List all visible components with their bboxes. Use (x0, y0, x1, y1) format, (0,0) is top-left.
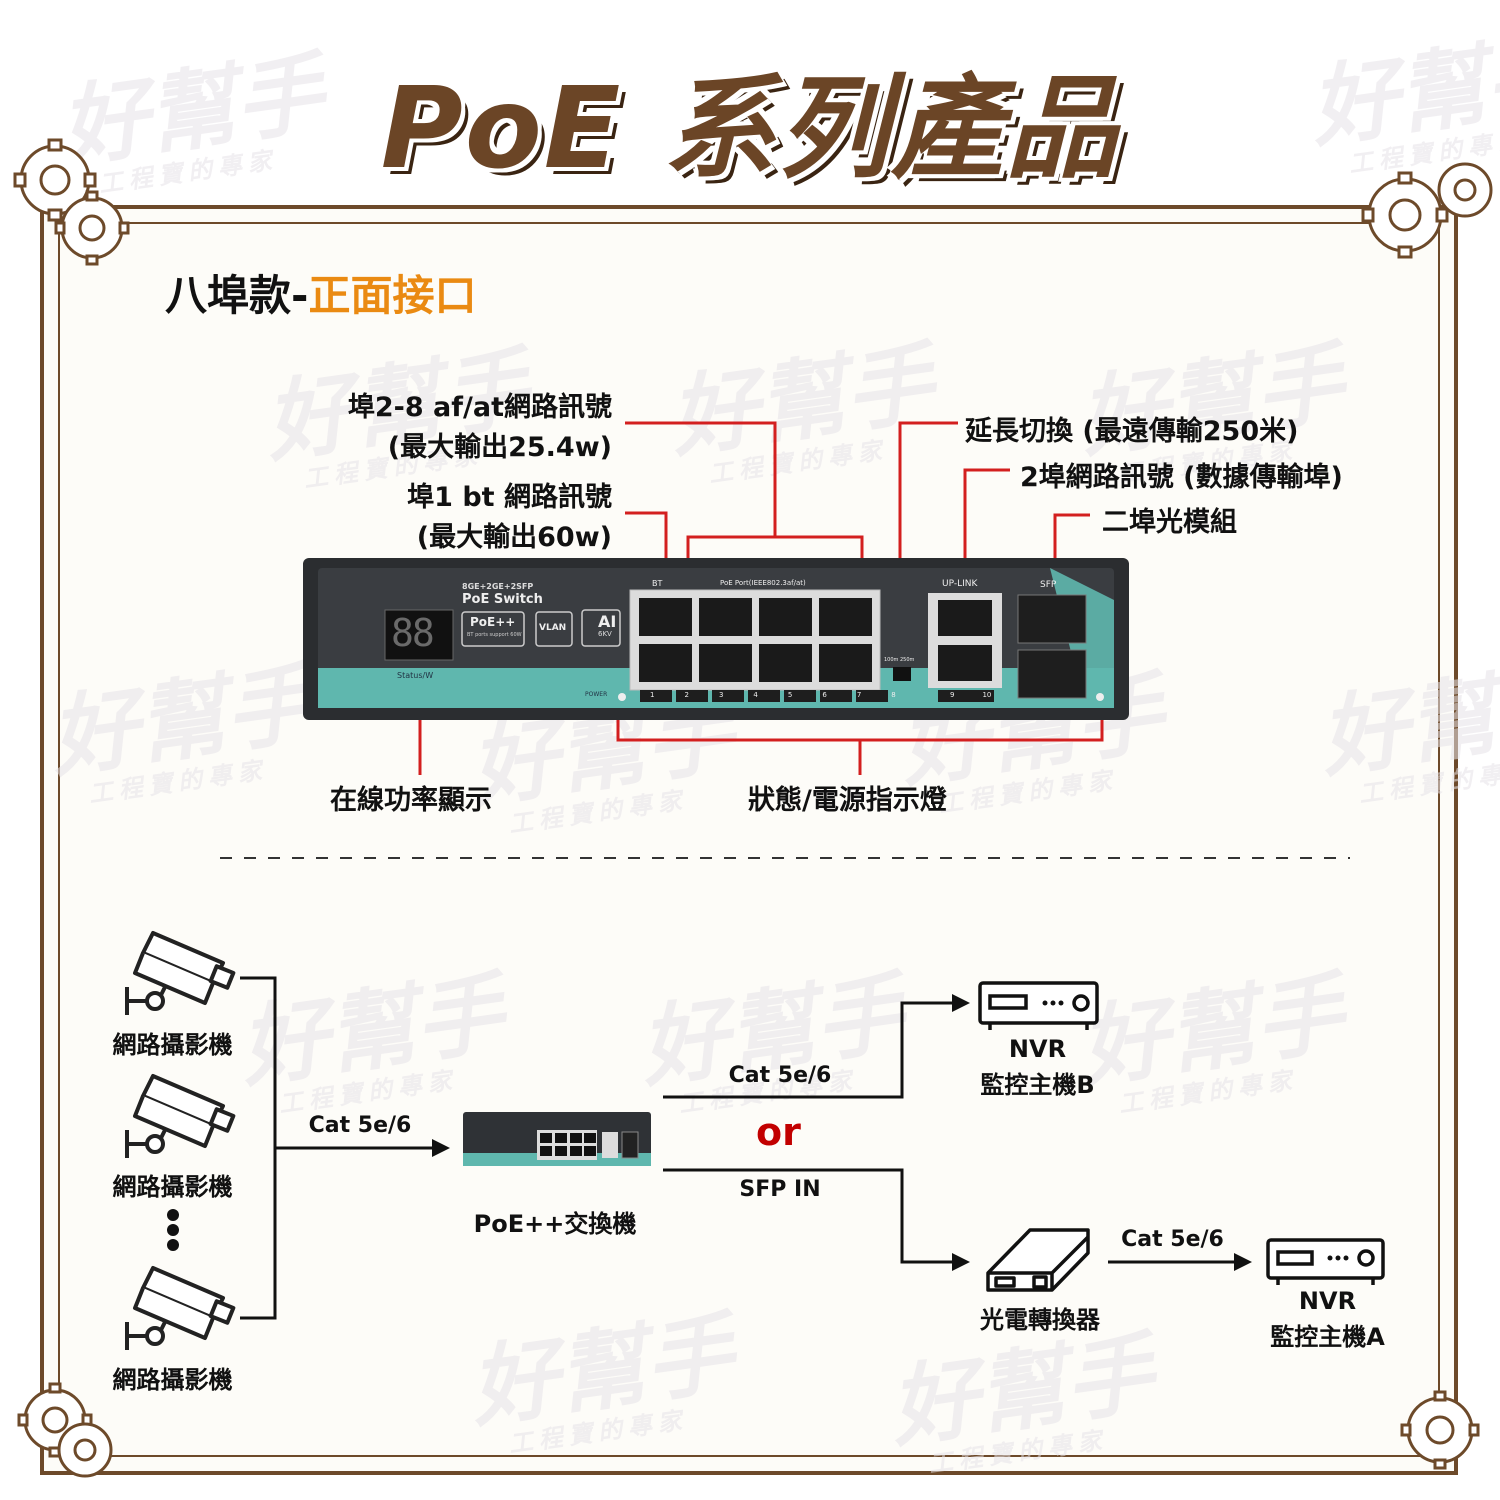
callout-port2-8-sub: (最大輸出25.4w) (387, 432, 612, 463)
nvr-b-sublabel: 監控主機B (980, 1071, 1095, 1099)
uplink-label: UP-LINK (942, 579, 978, 589)
callout-status-led: 狀態/電源指示燈 (748, 785, 947, 816)
camera-icon (125, 931, 236, 1015)
cable-top-label: Cat 5e/6 (728, 1063, 832, 1088)
camera-icon (125, 1266, 236, 1350)
badge-vlan: VLAN (539, 623, 567, 633)
page-title: PoE 系列產品 (380, 64, 1120, 194)
badge-poe: PoE++ (470, 615, 516, 629)
cable-in-label: Cat 5e/6 (308, 1113, 412, 1138)
device-name: PoE Switch (462, 592, 543, 607)
camera-label: 網路攝影機 (112, 1366, 233, 1394)
callout-sfp: 二埠光模組 (1102, 507, 1237, 538)
camera-label: 網路攝影機 (112, 1031, 233, 1059)
nvr-icon (978, 981, 1099, 1030)
callout-lines (418, 421, 1104, 775)
badge-ai-sub: 6KV (598, 630, 612, 638)
badge-poe-sub: BT ports support 60W (467, 632, 522, 638)
bt-label: BT (652, 579, 663, 588)
callout-uplink: 2埠網路訊號 (數據傳輸埠) (1020, 462, 1343, 493)
sfp-label: SFP (1040, 580, 1057, 590)
gear-icon (1361, 171, 1449, 259)
gear-icon (13, 138, 97, 222)
camera-label: 網路攝影機 (112, 1173, 233, 1201)
cable-bottom-label: SFP IN (739, 1177, 821, 1202)
ellipsis-dots (167, 1209, 179, 1251)
media-converter-icon (986, 1228, 1090, 1292)
callout-port1: 埠1 bt 網路訊號 (407, 482, 612, 513)
switch-label: PoE++交換機 (473, 1210, 637, 1238)
power-label: POWER (585, 691, 608, 698)
nvr-icon (1266, 1238, 1385, 1285)
camera-icon (125, 1074, 236, 1158)
converter-label: 光電轉換器 (980, 1306, 1100, 1334)
nvr-b-label: NVR (1008, 1035, 1067, 1063)
badge-ai: AI (598, 612, 617, 631)
nvr-a-sublabel: 監控主機A (1270, 1323, 1385, 1351)
gear-icon (1437, 162, 1493, 218)
switch-front (303, 558, 1129, 720)
status-label: Status/W (397, 671, 434, 680)
power-display: 88 (391, 611, 435, 655)
gear-icon (54, 190, 130, 266)
frame-inner (58, 222, 1440, 1457)
device-model: 8GE+2GE+2SFP (462, 582, 534, 591)
dip-label: 100m 250m (884, 657, 915, 663)
callout-port1-sub: (最大輸出60w) (416, 522, 612, 553)
cable-right-label: Cat 5e/6 (1121, 1227, 1224, 1252)
section-title: 八埠款-正面接口 (165, 271, 477, 320)
or-label: or (756, 1110, 801, 1154)
connection-lines (240, 976, 1242, 1320)
nvr-a-label: NVR (1298, 1287, 1357, 1315)
switch-icon (463, 1112, 651, 1166)
callout-extend: 延長切換 (最遠傳輸250米) (965, 416, 1299, 447)
arrow-heads (432, 994, 1252, 1271)
gear-icon (57, 1422, 113, 1478)
poe-port-label: PoE Port(IEEE802.3af/at) (720, 579, 806, 587)
gear-icon (1400, 1390, 1480, 1470)
callout-port2-8: 埠2-8 af/at網路訊號 (347, 392, 612, 423)
callout-power-display: 在線功率顯示 (330, 785, 492, 816)
